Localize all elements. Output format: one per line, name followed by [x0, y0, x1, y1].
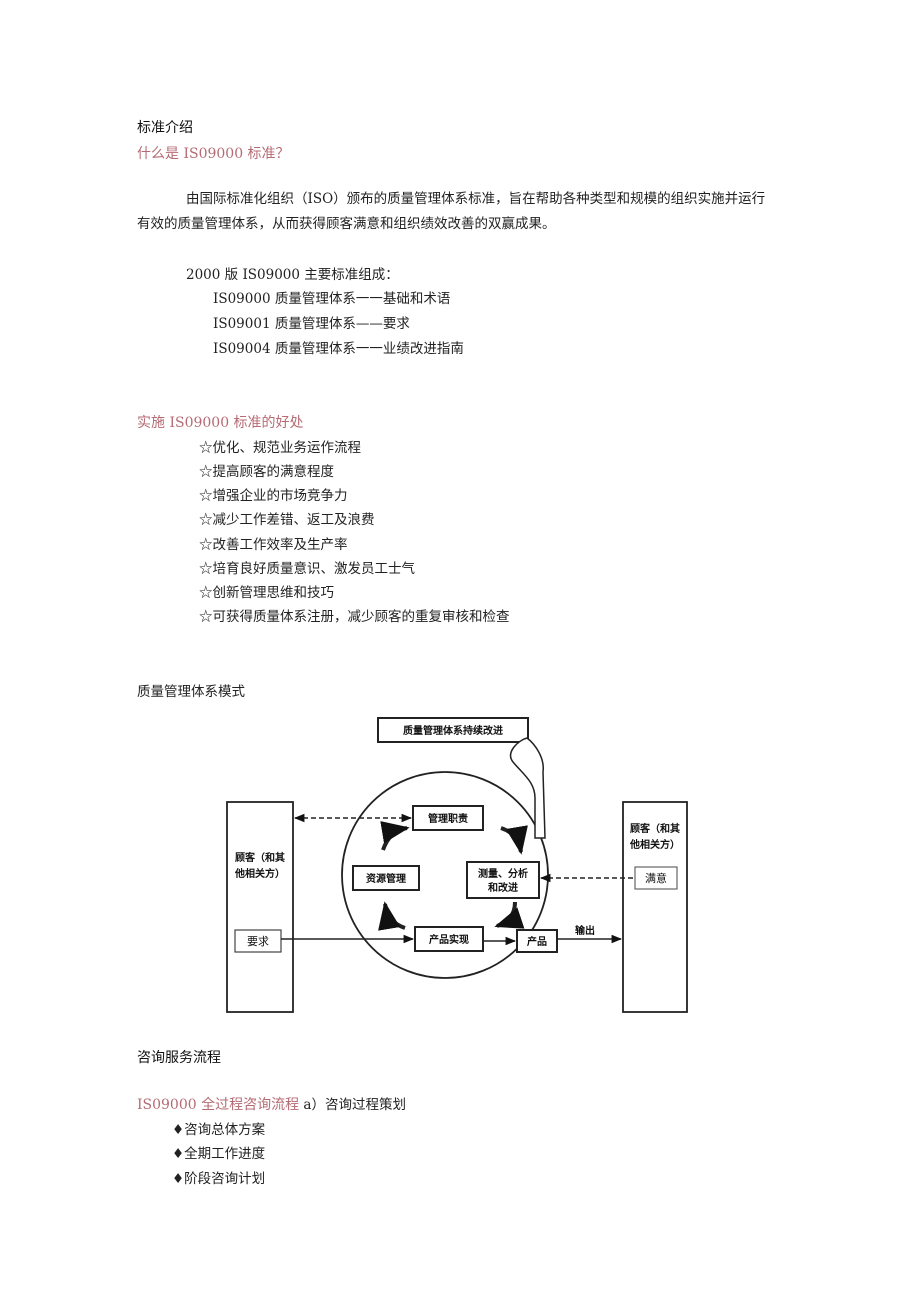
- benefit-item: ☆提高顾客的满意程度: [199, 464, 334, 480]
- subheading-what-is-iso9000: 什么是 IS09000 标准？: [137, 146, 290, 162]
- consulting-item: ♦阶段咨询计划: [172, 1171, 266, 1187]
- section-heading-intro: 标准介绍: [137, 120, 193, 136]
- measurement-label-2: 和改进: [487, 881, 518, 894]
- right-customer-label-1: 顾客（和其: [630, 822, 680, 835]
- standard-item: IS09001 质量管理体系——要求: [213, 316, 410, 332]
- benefit-item: ☆优化、规范业务运作流程: [199, 440, 361, 456]
- cycle-arrow-icon: [494, 901, 525, 929]
- intro-paragraph-line-2: 有效的质量管理体系，从而获得顾客满意和组织绩效改善的双赢成果。: [137, 216, 556, 232]
- consulting-process-line: IS09000 全过程咨询流程 a）咨询过程策划: [137, 1097, 406, 1114]
- continual-improvement-box: [377, 717, 529, 743]
- standard-item: IS09000 质量管理体系一一基础和术语: [213, 291, 451, 307]
- cycle-arrow-icon: [380, 821, 410, 851]
- benefit-item: ☆增强企业的市场竞争力: [199, 488, 348, 504]
- output-label: 输出: [575, 924, 595, 937]
- measurement-analysis-box: [466, 861, 540, 899]
- standard-item: IS09004 质量管理体系一一业绩改进指南: [213, 341, 464, 357]
- benefit-item: ☆培育良好质量意识、激发员工士气: [199, 561, 415, 577]
- measurement-label-1: 测量、分析: [478, 867, 528, 880]
- consulting-process-title: IS09000 全过程咨询流程: [137, 1097, 300, 1113]
- model-title: 质量管理体系模式: [137, 684, 245, 700]
- product-realization-label: 产品实现: [429, 933, 469, 946]
- section-heading-consulting: 咨询服务流程: [137, 1050, 221, 1066]
- benefit-item: ☆创新管理思维和技巧: [199, 585, 334, 601]
- continual-improvement-label: 质量管理体系持续改进: [403, 724, 503, 737]
- right-customer-label-2: 他相关方）: [629, 838, 680, 851]
- qms-model-diagram: 顾客（和其 他相关方） 要求 顾客（和其 他相关方） 满意 质量管理体系持续改进…: [226, 717, 688, 1013]
- product-box: [516, 929, 558, 953]
- cycle-arrow-icon: [378, 901, 406, 931]
- resource-management-label: 资源管理: [366, 872, 406, 885]
- subheading-benefits: 实施 IS09000 标准的好处: [137, 415, 304, 431]
- benefit-item: ☆可获得质量体系注册，减少顾客的重复审核和检查: [199, 609, 510, 625]
- management-responsibility-box: [412, 805, 484, 831]
- left-customer-box: [226, 801, 294, 1013]
- product-label: 产品: [527, 935, 547, 948]
- requirements-label: 要求: [247, 935, 269, 948]
- right-customer-box: [622, 801, 688, 1013]
- benefit-item: ☆减少工作差错、返工及浪费: [199, 512, 375, 528]
- cycle-arrow-icon: [500, 825, 528, 855]
- standards-title: 2000 版 IS09000 主要标准组成：: [186, 267, 399, 283]
- consulting-item: ♦咨询总体方案: [172, 1122, 266, 1138]
- left-customer-label-2: 他相关方）: [234, 867, 285, 880]
- consulting-step-a: a）咨询过程策划: [299, 1097, 406, 1113]
- benefit-item: ☆改善工作效率及生产率: [199, 537, 348, 553]
- management-responsibility-label: 管理职责: [428, 812, 468, 825]
- resource-management-box: [352, 865, 420, 891]
- consulting-item: ♦全期工作进度: [172, 1146, 266, 1162]
- left-customer-label-1: 顾客（和其: [235, 851, 285, 864]
- satisfaction-box: [634, 866, 678, 890]
- improvement-loop-arrow: [509, 737, 546, 839]
- requirements-box: [234, 929, 282, 953]
- satisfaction-label: 满意: [645, 871, 667, 885]
- product-realization-box: [414, 926, 484, 952]
- intro-paragraph-line-1: 由国际标准化组织（ISO）颁布的质量管理体系标准，旨在帮助各种类型和规模的组织实…: [186, 191, 766, 207]
